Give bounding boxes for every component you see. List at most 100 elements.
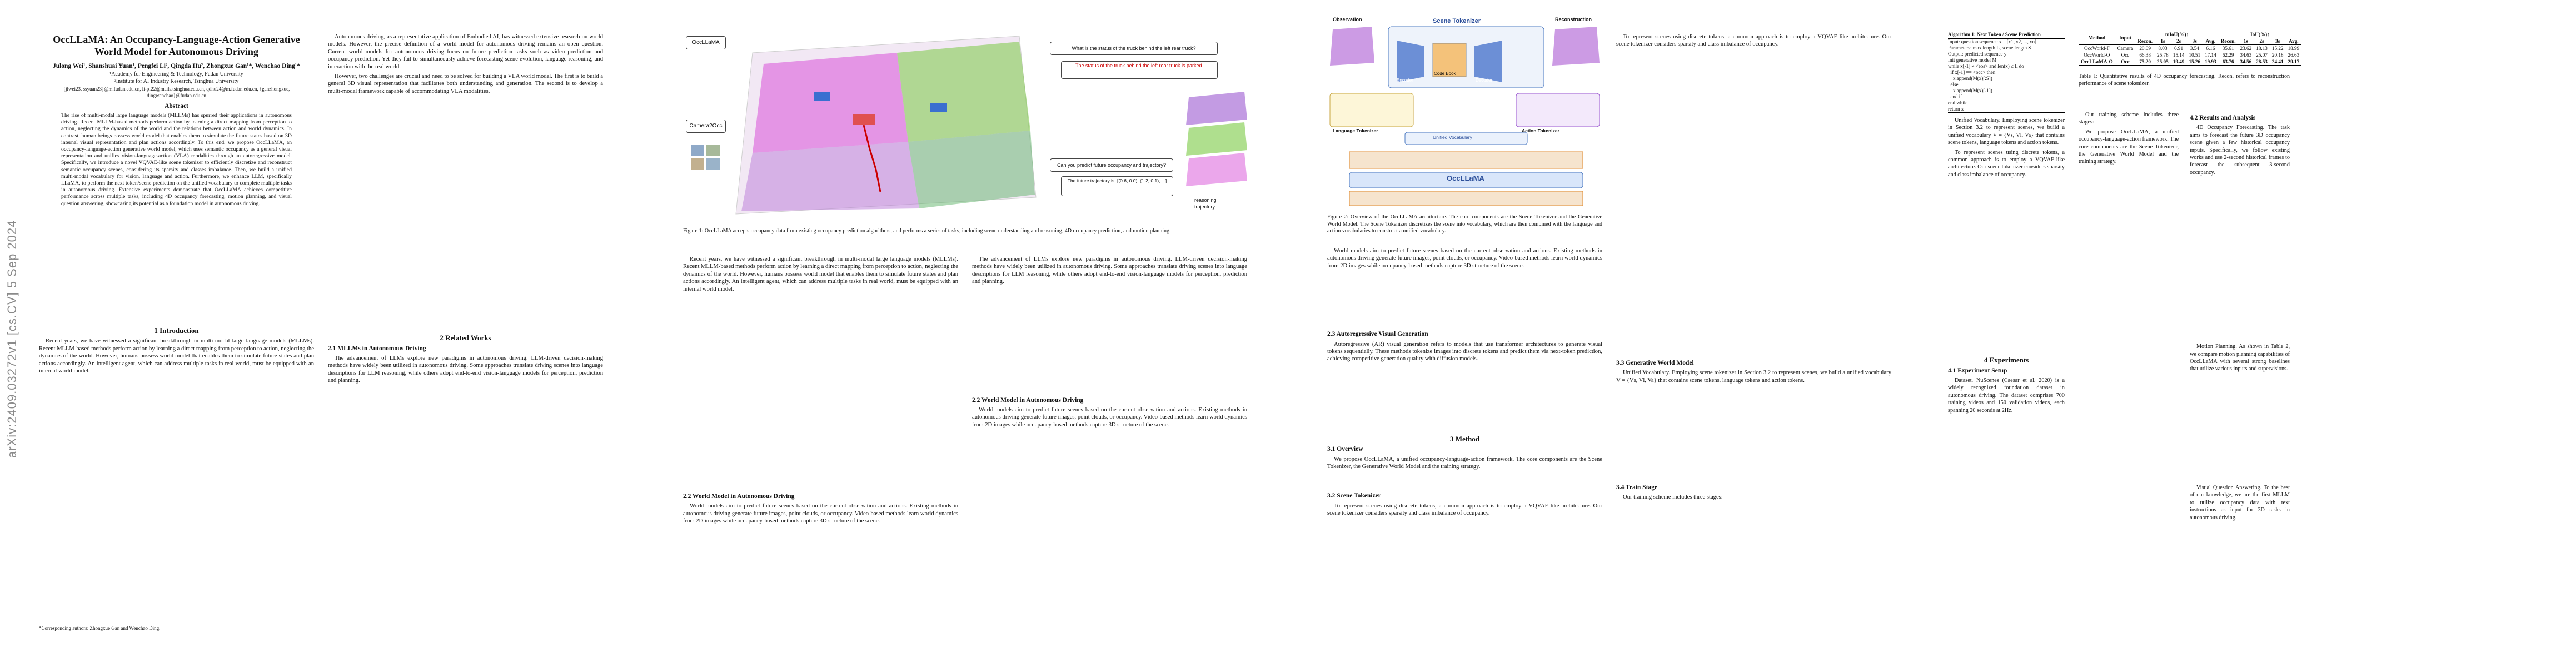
subsection-heading: 2.3 Autoregressive Visual Generation: [1327, 331, 1428, 338]
question-bubble-1: What is the status of the truck behind t…: [1050, 42, 1218, 55]
paragraph: Our training scheme includes three stage…: [2079, 112, 2179, 126]
subsection-heading: 2.2 World Model in Autonomous Driving: [972, 396, 1084, 404]
table-cell: 20.09: [2139, 46, 2151, 51]
page-1: arXiv:2409.03272v1 [cs.CV] 5 Sep 2024 Oc…: [0, 0, 644, 667]
algorithm-line: Output: predicted sequence y: [1948, 51, 2007, 57]
algorithm-line: x.append(M(x)[-1]): [1948, 88, 1992, 93]
paragraph: Autonomous driving, as a representative …: [328, 34, 603, 70]
table-cell: 10.51: [2189, 52, 2201, 58]
algorithm-1: Algorithm 1: Next Token / Scene Predicti…: [1948, 31, 2065, 113]
table-cell: 15.14: [2173, 52, 2185, 58]
language-prompt-box: [1329, 93, 1414, 127]
affiliation-2: ²Institute for AI Industry Research, Tsi…: [114, 78, 239, 84]
table-cell: 34.56: [2240, 59, 2252, 64]
observation-scene: [1330, 27, 1374, 66]
table-cell: 34.63: [2240, 52, 2252, 58]
page-3: Observation Scene Tokenizer Reconstructi…: [1288, 0, 1932, 667]
intro-column: 1 Introduction Recent years, we have wit…: [39, 322, 314, 377]
paragraph: We propose OccLLaMA, a unified occupancy…: [1327, 456, 1602, 470]
table-subheader: Recon.: [2220, 38, 2236, 44]
trajectory-bubble: The future trajectory is: [(0.6, 0.0), (…: [1061, 176, 1173, 196]
paragraph: Unified Vocabulary. Employing scene toke…: [1948, 117, 2065, 146]
trajectory-legend: trajectory: [1194, 204, 1215, 210]
paragraph: Dataset. NuScenes (Caesar et al. 2020) i…: [1948, 377, 2065, 414]
algorithm-body: Input: question sequence x = [x1, x2, ..…: [1948, 39, 2065, 112]
occllama-model-box: [1349, 172, 1583, 188]
paragraph: Visual Question Answering. To the best o…: [2190, 484, 2290, 521]
table-cell: 75.20: [2139, 59, 2151, 64]
table-subheader: Recon.: [2137, 38, 2153, 44]
table-cell: 20.18: [2271, 52, 2284, 58]
figure-1-caption: Figure 1: OccLLaMA accepts occupancy dat…: [683, 228, 1171, 234]
occllama-label: OccLLaMA: [1447, 174, 1484, 182]
observation-label: Observation: [1333, 17, 1362, 22]
column-8: Our training scheme includes three stage…: [2079, 111, 2179, 168]
algorithm-line: else: [1948, 82, 1959, 87]
table-1-caption: Table 1: Quantitative results of 4D occu…: [2079, 73, 2290, 87]
encoder-label: Encoder: [1397, 78, 1413, 83]
occupancy-scene-illustration: [735, 36, 1037, 215]
algorithm-line: end if: [1948, 94, 1962, 99]
unified-vocab-box: [1404, 132, 1528, 145]
table-cell: 6.16: [2206, 46, 2215, 51]
column-3: Recent years, we have witnessed a signif…: [683, 256, 958, 527]
unified-vocab-label: Unified Vocabulary: [1433, 135, 1472, 140]
paragraph: 4D Occupancy Forecasting. The task aims …: [2190, 125, 2290, 176]
table-header: Method: [2088, 35, 2106, 41]
algorithm-line: while x[-1] ≠ <eos> and len(x) ≤ L do: [1948, 63, 2024, 69]
table-header: Input: [2119, 35, 2131, 41]
subsection-heading: 3.2 Scene Tokenizer: [1327, 492, 1381, 500]
decoder-label: Decoder: [1476, 78, 1493, 83]
table-cell: OccWorld-F: [2084, 46, 2110, 51]
column-7: Unified Vocabulary. Employing scene toke…: [1948, 117, 2065, 416]
table-cell: 18.13: [2256, 46, 2268, 51]
figure-1: OccLLaMA Camera2Occ What is the status o…: [683, 31, 1255, 225]
table-cell: 15.26: [2189, 59, 2201, 64]
table-cell: 19.49: [2173, 59, 2185, 64]
abstract-text: The rise of multi-modal large language m…: [61, 112, 292, 207]
table-cell: 28.53: [2256, 59, 2268, 64]
affiliation-1: ¹Academy for Engineering & Technology, F…: [109, 71, 243, 77]
figure-2-diagram: [1327, 16, 1602, 210]
table-subheader: 3s: [2275, 38, 2280, 44]
algorithm-title: Algorithm 1: Next Token / Scene Predicti…: [1948, 32, 2041, 37]
table-cell: 24.41: [2271, 59, 2284, 64]
author-emails: {jlwei23, ssyuan23}@m.fudan.edu.cn, li-p…: [63, 86, 290, 98]
algorithm-line: x.append(M(x)[:S]): [1948, 76, 1992, 81]
paragraph: Autoregressive (AR) visual generation re…: [1327, 341, 1602, 362]
footnote: *Corresponding authors: Zhongxue Gan and…: [39, 623, 314, 631]
algorithm-line: Init generative model M: [1948, 57, 1997, 63]
table-cell: 8.03: [2158, 46, 2168, 51]
algorithm-line: if x[-1] == <occ> then: [1948, 69, 1996, 75]
occllama-box: OccLLaMA: [686, 36, 726, 49]
column-6: To represent scenes using discrete token…: [1616, 33, 1891, 504]
table-cell: 62.29: [2222, 52, 2234, 58]
reconstruction-label: Reconstruction: [1555, 17, 1592, 22]
action-box: [1516, 93, 1600, 127]
table-cell: OccLLaMA-O: [2081, 59, 2113, 64]
paragraph: We propose OccLLaMA, a unified occupancy…: [2079, 128, 2179, 165]
table-subheader: 1s: [2243, 38, 2248, 44]
paragraph: Unified Vocabulary. Employing scene toke…: [1616, 370, 1891, 384]
algorithm-line: return x: [1948, 106, 1964, 112]
affiliations: ¹Academy for Engineering & Technology, F…: [39, 71, 314, 85]
table-cell: Camera: [2117, 46, 2134, 51]
observation-label-bg: [1327, 16, 1377, 24]
paper-authors: Julong Wei¹, Shanshuai Yuan¹, Pengfei Li…: [52, 63, 301, 69]
reconstruction-scene: [1552, 27, 1600, 66]
table-cell: 66.38: [2139, 52, 2151, 58]
codebook-label: Code Book: [1434, 71, 1456, 76]
table-cell: 26.63: [2288, 52, 2300, 58]
action-tokenizer-label: Action Tokenizer: [1522, 128, 1559, 133]
table-cell: Occ: [2121, 52, 2130, 58]
answer-bubble-1: The status of the truck behind the left …: [1061, 61, 1218, 79]
table-cell: 25.78: [2157, 52, 2169, 58]
column-5: World models aim to predict future scene…: [1327, 247, 1602, 520]
paragraph: World models aim to predict future scene…: [683, 503, 958, 525]
abstract-heading: Abstract: [165, 103, 188, 109]
table-cell: 35.61: [2222, 46, 2234, 51]
table-cell: 3.54: [2190, 46, 2199, 51]
